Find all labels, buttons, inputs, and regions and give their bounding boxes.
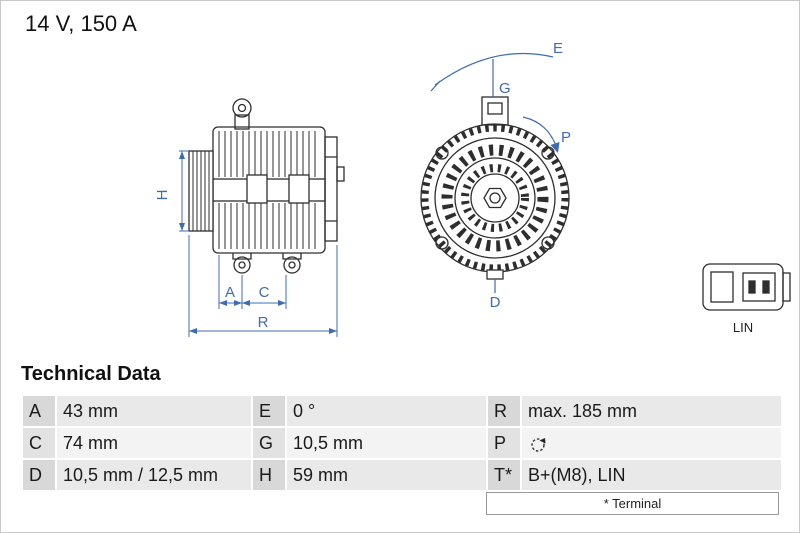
rotation-arrowhead <box>550 142 560 153</box>
param-label-cell: R <box>486 394 522 428</box>
dim-label-p: P <box>561 129 571 146</box>
param-value-cell: B+(M8), LIN <box>520 458 783 492</box>
technical-data-title: Technical Data <box>21 363 161 385</box>
rotation-direction-icon <box>531 437 546 452</box>
technical-drawing: H A C R <box>154 40 791 337</box>
dim-label-g: G <box>499 80 511 97</box>
param-value-cell: 10,5 mm / 12,5 mm <box>55 458 253 492</box>
dim-label-h: H <box>154 190 171 201</box>
param-label-cell: A <box>21 394 57 428</box>
technical-data-section: Technical Data A 43 mm E 0 ° R max. 185 … <box>1 363 799 515</box>
param-value-cell: max. 185 mm <box>520 394 783 428</box>
param-label-cell: P <box>486 426 522 460</box>
connector-label: LIN <box>733 320 753 335</box>
param-value-cell: 43 mm <box>55 394 253 428</box>
voltage-amperage-rating: 14 V, 150 A <box>25 11 137 36</box>
table-row: A 43 mm E 0 ° R max. 185 mm <box>21 394 783 428</box>
param-label-cell: H <box>251 458 287 492</box>
param-label-cell: E <box>251 394 287 428</box>
param-label-cell: D <box>21 458 57 492</box>
side-view-dimension-lines <box>179 150 338 337</box>
param-value-cell <box>520 426 783 460</box>
param-value-cell: 0 ° <box>285 394 488 428</box>
alternator-side-view <box>188 98 345 274</box>
terminal-footnote: * Terminal <box>486 492 779 515</box>
param-label-cell: T* <box>486 458 522 492</box>
front-view-dimension-labels: E G P D <box>490 40 571 311</box>
dim-label-c: C <box>259 284 270 301</box>
param-label-cell: G <box>251 426 287 460</box>
technical-data-table: A 43 mm E 0 ° R max. 185 mm C 74 mm G 10… <box>21 394 783 492</box>
dim-label-e: E <box>553 40 563 57</box>
alternator-front-view <box>420 96 570 280</box>
dim-label-d: D <box>490 294 501 311</box>
dim-label-a: A <box>225 284 235 301</box>
table-row: D 10,5 mm / 12,5 mm H 59 mm T* B+(M8), L… <box>21 458 783 492</box>
side-view-dimension-labels: H A C R <box>154 190 270 331</box>
param-value-cell: 74 mm <box>55 426 253 460</box>
param-value-cell: 10,5 mm <box>285 426 488 460</box>
param-label-cell: C <box>21 426 57 460</box>
param-value-cell: 59 mm <box>285 458 488 492</box>
pin-connector-drawing <box>702 263 791 311</box>
dimension-arrowheads <box>179 151 337 334</box>
table-row: C 74 mm G 10,5 mm P <box>21 426 783 460</box>
dim-label-r: R <box>258 314 269 331</box>
